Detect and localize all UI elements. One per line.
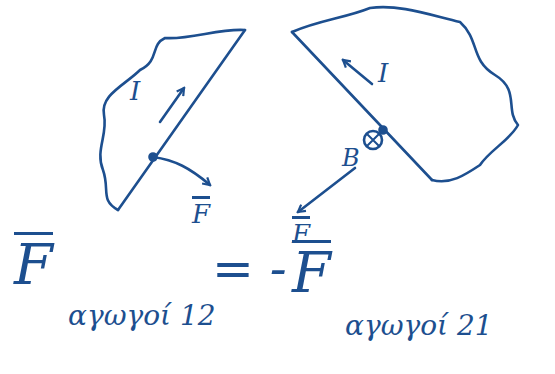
force-subscript: αγωγοί 21 <box>345 312 493 340</box>
force-symbol: F <box>292 240 331 301</box>
force-symbol: F <box>14 232 53 293</box>
loop-outline <box>292 7 518 181</box>
equals-minus: = - <box>212 244 287 294</box>
current-label: I <box>130 78 140 104</box>
current-arrow <box>160 88 184 122</box>
current-label: I <box>378 60 388 86</box>
field-cross <box>367 134 379 146</box>
force-arrow <box>298 168 355 212</box>
straight-wire <box>118 30 245 210</box>
straight-wire <box>292 32 432 180</box>
current-arrow <box>343 60 372 84</box>
field-label: B <box>342 146 360 170</box>
field-into-page-symbol <box>364 131 382 149</box>
point-dot <box>380 127 387 134</box>
force-arrow <box>153 157 210 185</box>
loop-outline <box>100 30 245 210</box>
force-subscript: αγωγοί 12 <box>68 302 216 330</box>
force-label: F <box>192 196 210 227</box>
